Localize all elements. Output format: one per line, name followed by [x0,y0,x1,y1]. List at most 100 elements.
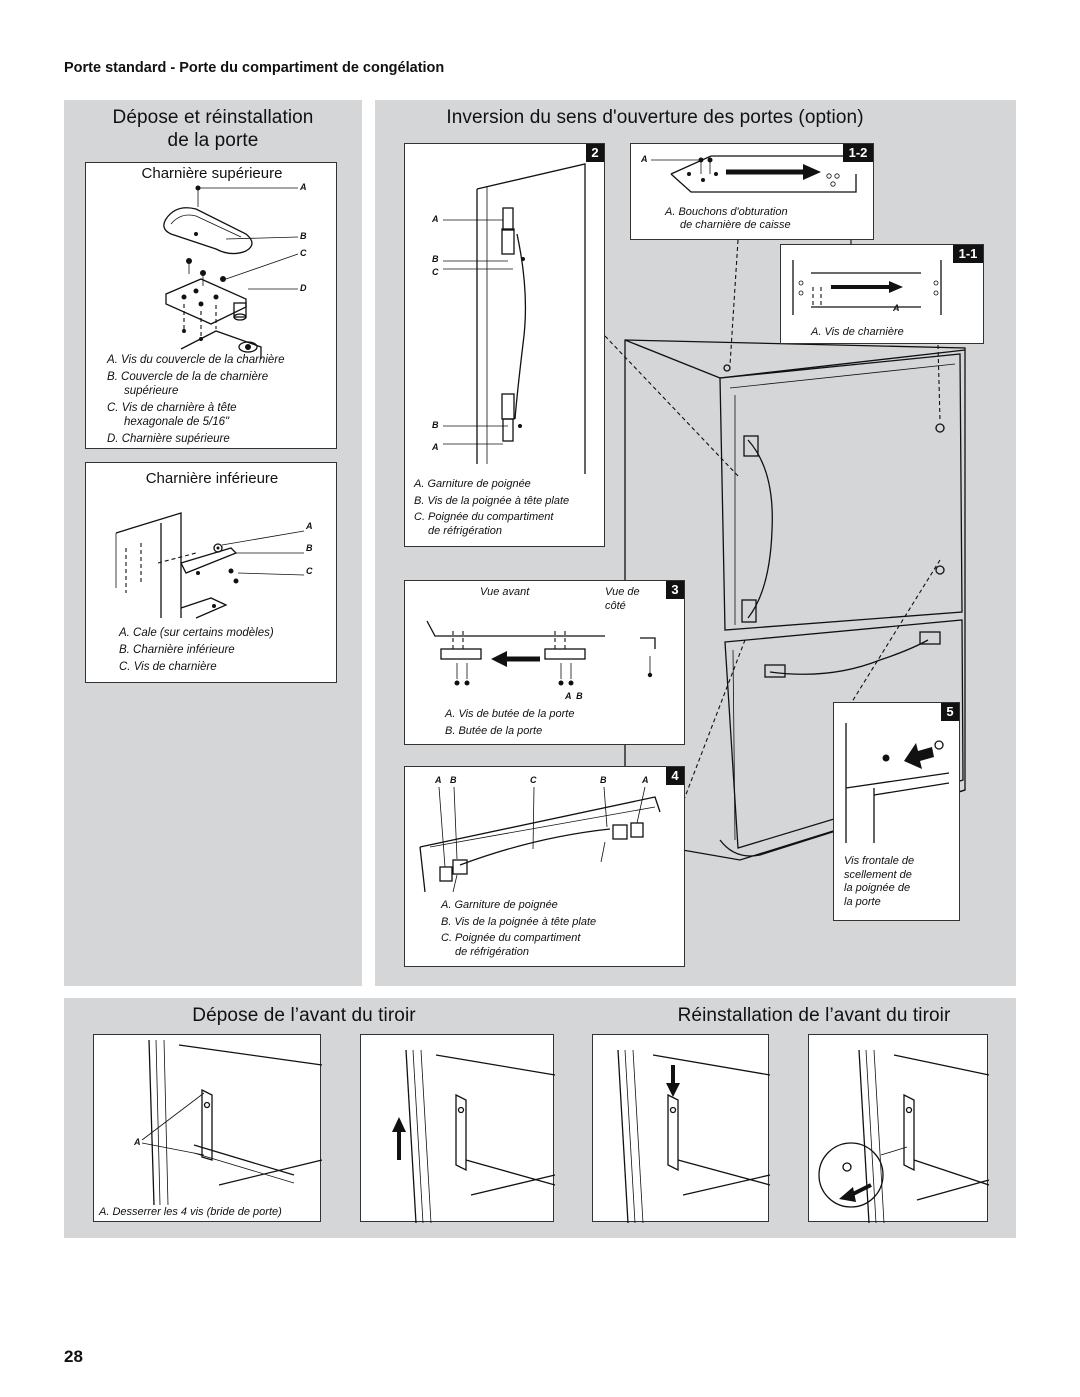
top-hinge-heading: Charnière supérieure [141,165,283,182]
step2-caption-c: C. Poignée du compartiment [414,511,554,523]
drawer-removal-step1-illustration [141,1039,323,1206]
step1-1-caption: A. Vis de charnière [811,326,904,338]
step1-2-caption-a: A. Bouchons d'obturation [665,206,788,218]
step2-captions: A. Garniture de poignée B. Vis de la poi… [414,478,569,538]
step3-illustration [426,620,656,686]
bottom-hinge-heading: Charnière inférieure [145,470,279,487]
top-hinge-caption-b: B. Couvercle de la de charnière [107,371,269,383]
drawer-removal-step2-illustration [392,1049,556,1224]
top-hinge-label-d: D [300,283,307,293]
step1-2-caption-a2: de charnière de caisse [680,219,791,231]
step2-box: 2 A B C B A A. Garniture de poignée B. V… [404,143,605,547]
step4-drawer-illustration [419,786,661,893]
step5-illustration [845,723,950,843]
step2-badge: 2 [586,144,604,162]
step1-2-badge: 1-2 [843,144,873,162]
top-hinge-caption-a: A. Vis du couvercle de la charnière [107,354,285,366]
step1-2-illustration [651,155,857,193]
step1-1-box: 1-1 A A. Vis de charnière [780,244,984,344]
step3-caption-a: A. Vis de butée de la porte [445,708,575,720]
top-hinge-label-b: B [300,231,307,241]
bottom-hinge-label-a: A [306,521,313,531]
step1-2-label-a: A [641,154,648,164]
step2-caption-b: B. Vis de la poignée à tête plate [414,494,570,507]
step2-label-c: C [432,267,439,277]
step5-box: 5 Vis frontale de scellement de la poign… [833,702,960,921]
bottom-hinge-illustration [115,512,305,619]
step3-box: 3 Vue avant Vue de côté A B A. Vis de bu… [404,580,685,745]
step4-label-a-right: A [642,775,649,785]
drawer-removal-label-a: A [134,1137,141,1147]
bottom-right-title: Réinstallation de l’avant du tiroir [677,1005,951,1026]
top-hinge-caption-b2: supérieure [124,385,179,397]
drawer-reinstall-step1 [592,1034,771,1224]
step5-caption-4: la porte [844,895,881,908]
step2-label-a-top: A [432,214,439,224]
bottom-hinge-box: Charnière inférieure A B C A. Cale (sur … [85,462,337,683]
step4-caption-c: C. Poignée du compartiment [441,932,581,944]
drawer-removal-caption: A. Desserrer les 4 vis (bride de porte) [99,1206,282,1218]
step5-captions: Vis frontale de scellement de la poignée… [844,855,914,909]
left-panel-title-line1: Dépose et réinstallation [112,107,314,128]
step4-label-c: C [530,775,537,785]
page-header: Porte standard - Porte du compartiment d… [64,60,445,76]
step4-caption-c2: de réfrigération [455,945,529,958]
step2-label-b-bottom: B [432,420,439,430]
step5-caption-2: scellement de [844,868,912,881]
step1-2-captions: A. Bouchons d'obturation de charnière de… [665,206,791,232]
step4-caption-b: B. Vis de la poignée à tête plate [441,915,597,928]
drawer-reinstall-step1-illustration [617,1049,771,1224]
bottom-hinge-caption-b: B. Charnière inférieure [119,644,235,656]
drawer-removal-step1: A A. Desserrer les 4 vis (bride de porte… [93,1034,323,1222]
step3-side-view: Vue de côté [605,585,640,613]
page-number: 28 [64,1347,83,1366]
left-panel-title-line2: de la porte [167,130,259,151]
drawer-reinstall-step2-illustration [818,1049,990,1224]
step2-label-a-bottom: A [432,442,439,452]
bottom-left-title: Dépose de l’avant du tiroir [192,1005,416,1026]
top-hinge-label-c: C [300,248,307,258]
step3-labels: A B [565,691,583,701]
left-panel-title: Dépose et réinstallation de la porte [64,106,362,152]
drawer-removal-step2 [360,1034,556,1224]
step1-1-label-a: A [893,303,900,313]
step4-captions: A. Garniture de poignée B. Vis de la poi… [441,899,596,959]
step4-badge: 4 [666,767,684,785]
bottom-hinge-captions: A. Cale (sur certains modèles) B. Charni… [119,625,274,676]
step3-captions: A. Vis de butée de la porte B. Butée de … [445,706,574,740]
bottom-hinge-label-b: B [306,543,313,553]
top-hinge-caption-c: C. Vis de charnière à tête [107,402,237,414]
step5-caption-3: la poignée de [844,882,911,894]
step3-caption-b: B. Butée de la porte [445,725,543,737]
bottom-hinge-caption-a: A. Cale (sur certains modèles) [119,627,274,639]
bottom-hinge-label-c: C [306,566,313,576]
top-hinge-box: Charnière supérieure [85,162,337,449]
step2-caption-c2: de réfrigération [428,524,502,537]
step3-front-view: Vue avant [480,586,530,598]
step1-1-badge: 1-1 [953,245,983,263]
step2-caption-a: A. Garniture de poignée [414,478,531,490]
top-hinge-label-a: A [300,182,307,192]
step4-label-b-left: B [450,775,457,785]
step5-caption-1: Vis frontale de [844,855,915,867]
step3-side-view-line1: Vue de [605,586,640,598]
top-hinge-captions: A. Vis du couvercle de la charnière B. C… [107,353,285,446]
step4-label-b-right: B [600,775,607,785]
right-panel-title: Inversion du sens d'ouverture des portes… [446,107,864,128]
step1-2-box: 1-2 A A. Bouchons d'obturation de charni… [630,143,874,240]
step3-badge: 3 [666,581,684,599]
top-hinge-caption-c2: hexagonale de 5/16" [124,416,230,428]
top-hinge-illustration [163,185,299,359]
left-panel: Dépose et réinstallation de la porte Cha… [64,100,362,986]
step2-label-b-top: B [432,254,439,264]
step4-caption-a: A. Garniture de poignée [441,899,558,911]
step4-label-a-left: A [435,775,442,785]
step3-side-view-line2: côté [605,600,626,612]
step1-1-illustration [792,260,942,315]
step5-badge: 5 [941,703,959,721]
step4-box: 4 A B C B A A. Garniture de poignée B. V… [404,766,685,967]
drawer-reinstall-step2 [808,1034,990,1224]
top-hinge-caption-d: D. Charnière supérieure [107,433,230,445]
bottom-panel: Dépose de l’avant du tiroir Réinstallati… [64,998,1016,1238]
bottom-hinge-caption-c: C. Vis de charnière [119,661,217,673]
